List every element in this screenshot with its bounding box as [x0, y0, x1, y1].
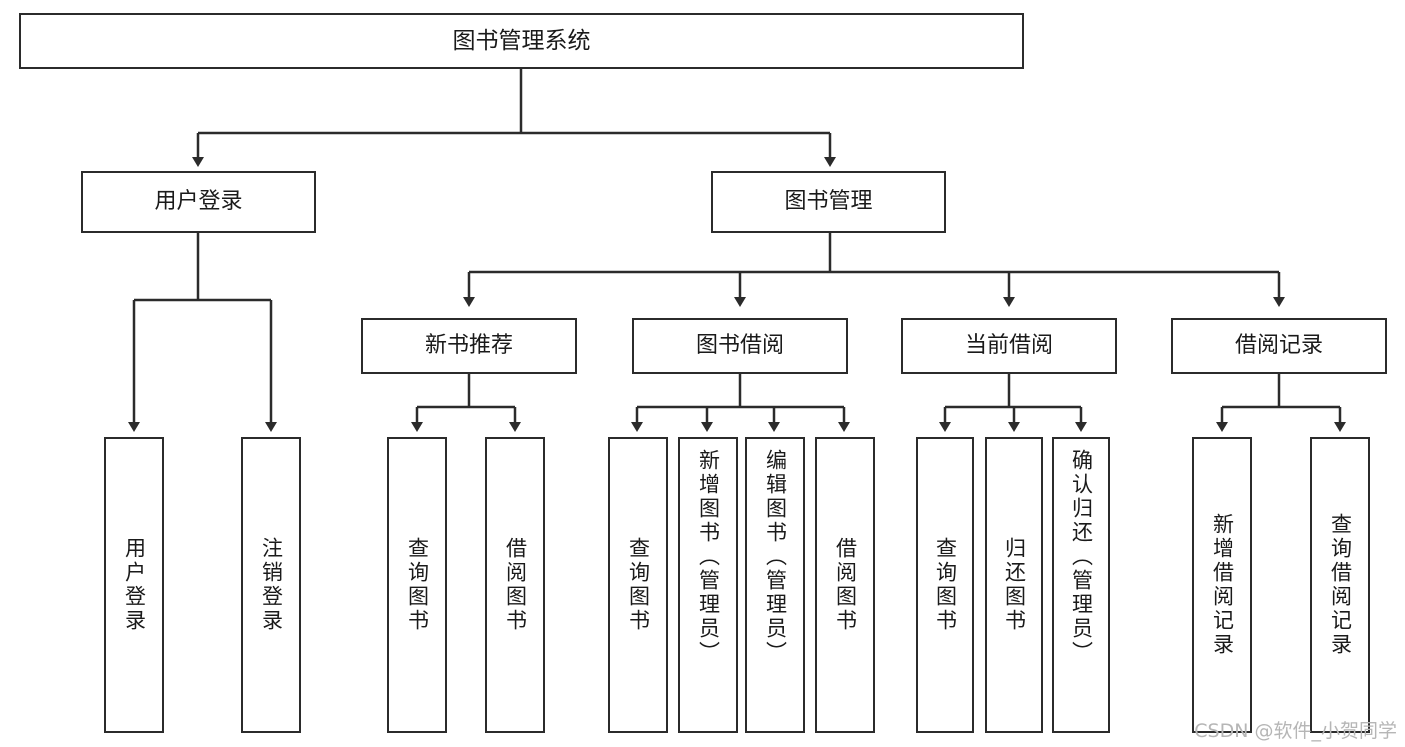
node-label: 新增借阅记录 — [1210, 513, 1235, 657]
leaf-query-book-borrow[interactable]: 查询图书 — [608, 437, 668, 733]
leaf-borrow-book[interactable]: 借阅图书 — [815, 437, 875, 733]
node-current-borrow[interactable]: 当前借阅 — [901, 318, 1117, 374]
node-borrow-record[interactable]: 借阅记录 — [1171, 318, 1387, 374]
node-label: 确认归还（管理员） — [1069, 449, 1094, 665]
leaf-return-book[interactable]: 归还图书 — [985, 437, 1043, 733]
node-label: 归还图书 — [1002, 537, 1027, 633]
node-label: 用户登录 — [122, 537, 147, 633]
leaf-user-login[interactable]: 用户登录 — [104, 437, 164, 733]
node-label: 查询图书 — [405, 537, 430, 633]
node-label: 用户登录 — [154, 189, 243, 215]
node-label: 图书管理 — [784, 189, 873, 215]
node-label: 图书借阅 — [695, 333, 784, 359]
node-label: 借阅记录 — [1234, 333, 1323, 359]
node-label: 新书推荐 — [424, 333, 513, 359]
node-label: 借阅图书 — [503, 537, 528, 633]
leaf-query-borrow-record[interactable]: 查询借阅记录 — [1310, 437, 1370, 733]
leaf-query-book-recommend[interactable]: 查询图书 — [387, 437, 447, 733]
leaf-edit-book-admin[interactable]: 编辑图书（管理员） — [745, 437, 805, 733]
node-user-login[interactable]: 用户登录 — [81, 171, 316, 233]
node-label: 图书管理系统 — [452, 27, 591, 54]
node-book-borrow[interactable]: 图书借阅 — [632, 318, 848, 374]
node-book-management[interactable]: 图书管理 — [711, 171, 946, 233]
node-label: 查询图书 — [626, 537, 651, 633]
node-label: 注销登录 — [259, 537, 284, 633]
node-label: 查询图书 — [933, 537, 958, 633]
leaf-confirm-return-admin[interactable]: 确认归还（管理员） — [1052, 437, 1110, 733]
node-label: 当前借阅 — [964, 333, 1053, 359]
node-label: 查询借阅记录 — [1328, 513, 1353, 657]
leaf-query-book-current[interactable]: 查询图书 — [916, 437, 974, 733]
node-new-book-recommend[interactable]: 新书推荐 — [361, 318, 577, 374]
node-label: 借阅图书 — [833, 537, 858, 633]
node-label: 新增图书（管理员） — [696, 449, 721, 665]
leaf-add-borrow-record[interactable]: 新增借阅记录 — [1192, 437, 1252, 733]
leaf-logout[interactable]: 注销登录 — [241, 437, 301, 733]
leaf-add-book-admin[interactable]: 新增图书（管理员） — [678, 437, 738, 733]
watermark: CSDN @软件_小贺同学 — [1194, 720, 1397, 742]
node-label: 编辑图书（管理员） — [763, 449, 788, 665]
leaf-borrow-book-recommend[interactable]: 借阅图书 — [485, 437, 545, 733]
node-root-book-management-system[interactable]: 图书管理系统 — [19, 13, 1024, 69]
